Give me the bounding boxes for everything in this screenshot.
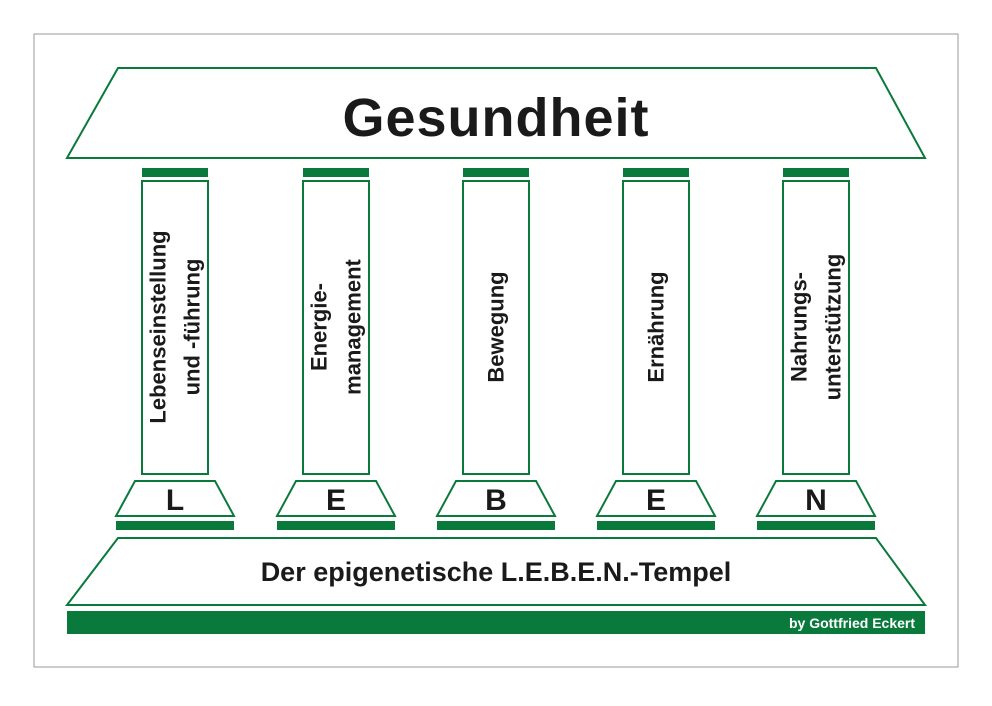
pillar-letter: N [805,484,827,517]
temple-title: Gesundheit [342,88,649,148]
pillar-foot [114,480,236,517]
temple-roof [65,67,927,159]
pillar-capital [303,168,369,177]
pillar-label: unterstützung [821,254,846,401]
pillar-shaft [302,180,370,475]
pillar-label: management [341,258,366,394]
pillar-label: Bewegung [484,271,509,382]
pillar-1: L Lebenseinstellung und -führung [114,168,236,530]
pillar-plinth [757,521,875,530]
pillar-foot [435,480,557,517]
pillar-capital [623,168,689,177]
pillar-letter: E [646,484,666,517]
pillar-plinth [116,521,234,530]
pillar-shaft [622,180,690,475]
pillar-letter: B [485,484,507,517]
pillar-shaft [141,180,209,475]
pillar-plinth [437,521,555,530]
footer-bar [67,611,925,634]
pillar-label: Lebenseinstellung [146,230,171,423]
pillar-label: Energie- [307,283,332,371]
pillar-foot [595,480,717,517]
pillar-capital [783,168,849,177]
pillar-letter: L [166,484,184,517]
pillar-plinth [277,521,395,530]
pillar-plinth [597,521,715,530]
pillar-4: E Ernährung [595,168,717,530]
pillar-shaft [462,180,530,475]
pillar-capital [142,168,208,177]
pillar-label: Nahrungs- [787,272,812,382]
pillar-foot [275,480,397,517]
pillar-5: N Nahrungs-unterstützung [755,168,877,530]
pillar-shaft [782,180,850,475]
temple-base [64,537,927,606]
pillar-capital [463,168,529,177]
temple-subtitle: Der epigenetische L.E.B.E.N.-Tempel [261,557,732,587]
author-credit: by Gottfried Eckert [789,615,915,631]
pillar-label: Ernährung [644,271,669,382]
pillar-foot [755,480,877,517]
pillar-label: und -führung [180,259,205,396]
pillar-letter: E [326,484,346,517]
pillar-2: E Energie-management [275,168,397,530]
pillar-3: B Bewegung [435,168,557,530]
